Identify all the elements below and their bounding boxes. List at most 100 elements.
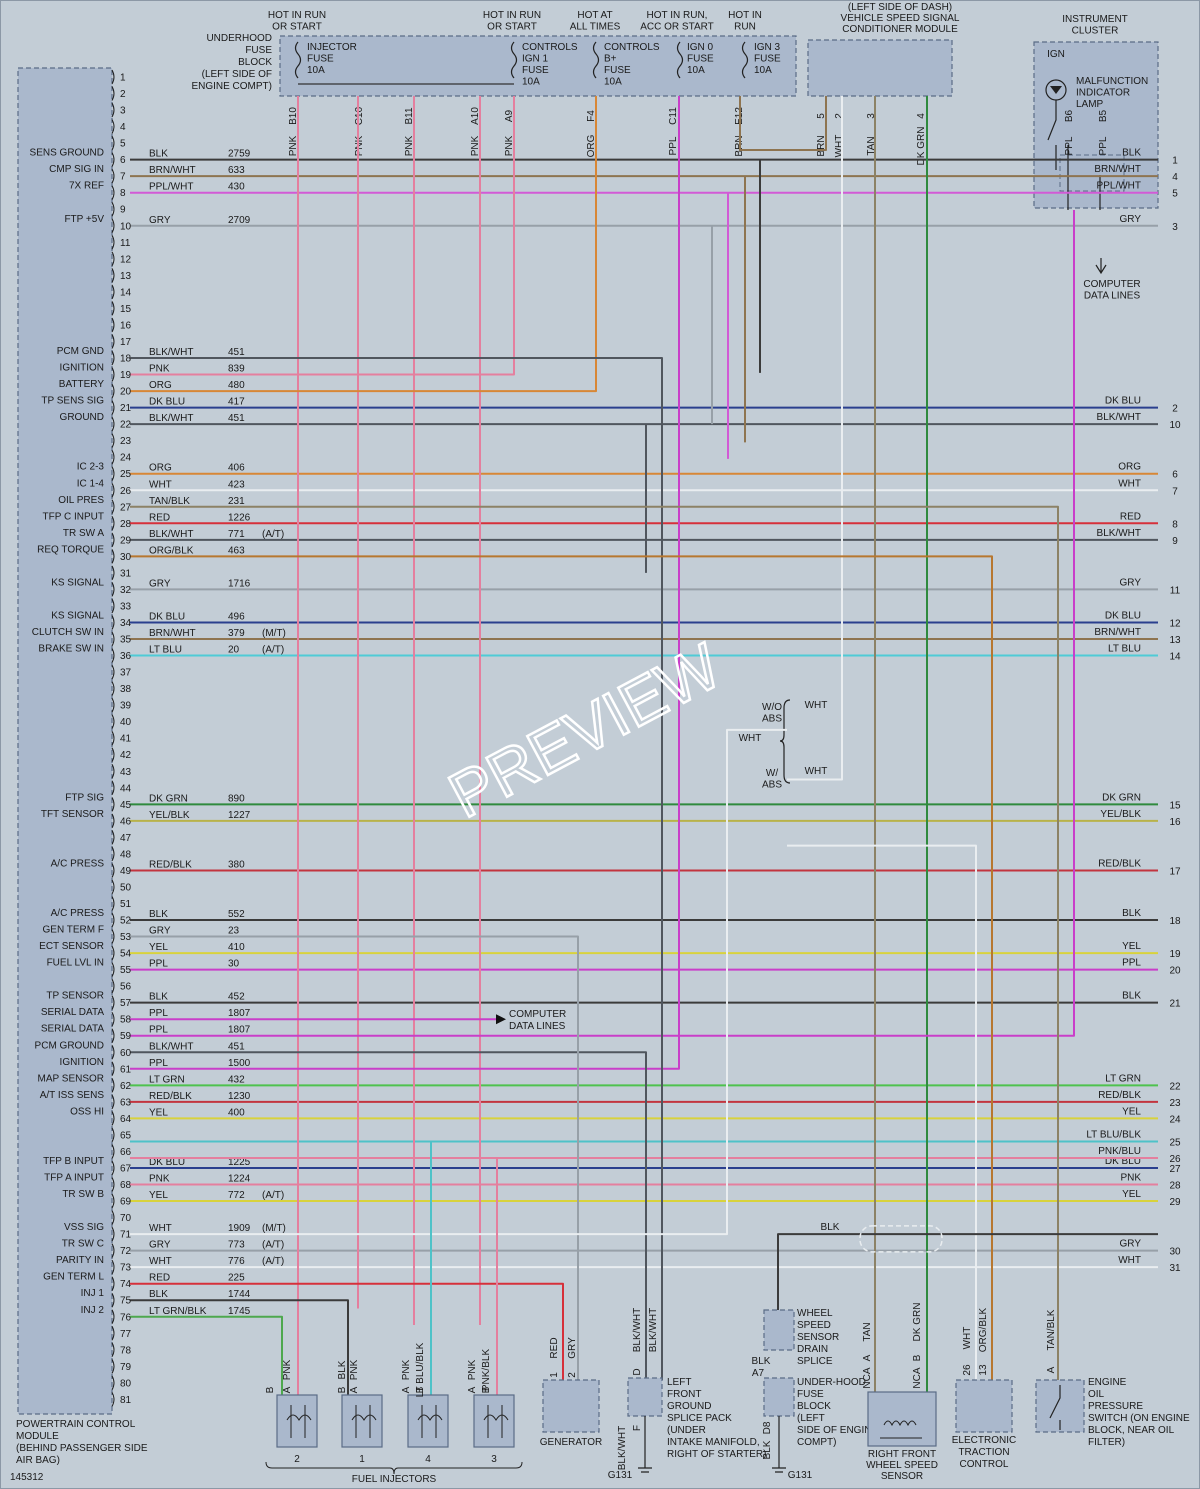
wire-color-label: PNK bbox=[149, 1174, 170, 1185]
pcm-module bbox=[17, 67, 113, 1415]
oil-pressure-switch-label-line: OIL bbox=[1088, 1389, 1105, 1400]
wire-inj-2 bbox=[130, 1315, 283, 1395]
w-abs-wht-label: WHT bbox=[805, 766, 828, 777]
wire-color-label: DK BLU bbox=[149, 397, 185, 408]
pcm-pin-number: 34 bbox=[120, 618, 132, 629]
top-connector-label: 4 bbox=[916, 113, 927, 119]
injector-wire-color: PNK/BLK bbox=[481, 1349, 492, 1392]
pcm-pin-bracket bbox=[111, 1045, 115, 1060]
pcm-pin-number: 74 bbox=[120, 1279, 132, 1290]
wire-color-label: BLK bbox=[149, 992, 168, 1003]
wire-color-label: WHT bbox=[149, 1256, 172, 1267]
bus-color-label: BLK bbox=[1122, 148, 1141, 159]
pcm-pin-number: 5 bbox=[120, 139, 126, 150]
bus-color-label: DK BLU bbox=[1105, 396, 1141, 407]
hot-run-acc-start-label: HOT IN RUN,ACC OR START bbox=[640, 10, 714, 33]
wss-wire-color: DK GRN bbox=[912, 1303, 923, 1342]
injector-wire-color: BLK bbox=[337, 1360, 348, 1379]
top-connector-label: 5 bbox=[816, 113, 827, 119]
wire-note-label: (A/T) bbox=[262, 1190, 284, 1201]
instrument-cluster-label-line: INSTRUMENT bbox=[1062, 14, 1128, 25]
wire-circuit-label: 1230 bbox=[228, 1091, 251, 1102]
pcm-pin-bracket bbox=[111, 317, 115, 333]
pcm-pin-label: REQ TORQUE bbox=[37, 544, 104, 555]
pcm-pin-number: 57 bbox=[120, 998, 132, 1009]
injector-wire-color: PNK bbox=[282, 1359, 293, 1380]
w-abs-label: W/ABS bbox=[762, 768, 782, 791]
pcm-pin-number: 32 bbox=[120, 585, 132, 596]
pcm-pin-bracket bbox=[111, 367, 115, 382]
wire-circuit-label: 1224 bbox=[228, 1174, 251, 1185]
splice-pin: D bbox=[632, 1368, 643, 1375]
pcm-pin-number: 65 bbox=[120, 1130, 132, 1141]
pcm-pin-number: 53 bbox=[120, 932, 132, 943]
underhood-fuse-block-label-line: UNDERHOOD bbox=[206, 33, 272, 44]
pcm-pin-bracket bbox=[111, 185, 115, 200]
oil-pressure-switch-label-line: ENGINE bbox=[1088, 1377, 1127, 1388]
etc-wire-color: WHT bbox=[962, 1327, 973, 1350]
pcm-pin-number: 54 bbox=[120, 949, 132, 960]
wss-wire-color: TAN bbox=[862, 1322, 873, 1341]
pcm-pin-label: SERIAL DATA bbox=[41, 1024, 104, 1035]
bus-color-label: BLK bbox=[1122, 908, 1141, 919]
underhood-fuse-block-label-line: FUSE bbox=[797, 1389, 824, 1400]
wire-circuit-label: 231 bbox=[228, 496, 245, 507]
pcm-pin-number: 39 bbox=[120, 701, 132, 712]
hot-run-acc-start-label-line: ACC OR START bbox=[640, 22, 714, 33]
underhood-fuse-block-label-line: SIDE OF ENGINE bbox=[797, 1425, 878, 1436]
pcm-title-label-line: MODULE bbox=[16, 1431, 59, 1442]
wss-pin: B bbox=[912, 1354, 923, 1361]
wire-circuit-label: 430 bbox=[228, 182, 245, 193]
bus-number-label: 16 bbox=[1169, 817, 1181, 828]
wo-abs-wht-label: WHT bbox=[805, 700, 828, 711]
injector-pin-letter: B bbox=[415, 1386, 426, 1393]
injector-coil-icon bbox=[483, 1405, 509, 1438]
pcm-pin-number: 67 bbox=[120, 1163, 132, 1174]
bus-color-label: BLK/WHT bbox=[1097, 528, 1141, 539]
pcm-pin-bracket bbox=[111, 1094, 115, 1110]
underhood-fuse-block-label-line: FUSE bbox=[245, 45, 272, 56]
pcm-pin-number: 64 bbox=[120, 1114, 132, 1125]
pcm-pin-bracket bbox=[111, 697, 115, 713]
splice-wire-color: BLK/WHT bbox=[617, 1426, 628, 1470]
pcm-pin-number: 18 bbox=[120, 354, 132, 365]
injector-pin-letter: B bbox=[337, 1386, 348, 1393]
wire-circuit-label: 552 bbox=[228, 909, 245, 920]
wire-inj-1 bbox=[130, 1299, 349, 1395]
pcm-pin-number: 16 bbox=[120, 320, 132, 331]
etc-module-label-line: TRACTION bbox=[958, 1447, 1009, 1458]
wire-circuit-label: 1807 bbox=[228, 1025, 251, 1036]
injector-number-label: 4 bbox=[425, 1454, 431, 1465]
pcm-pin-label: FTP +5V bbox=[64, 214, 104, 225]
wire-vss-71 bbox=[130, 728, 787, 1236]
underhood-fuse-block-label-line: BLOCK bbox=[238, 57, 272, 68]
pcm-pin-label: TFT SENSOR bbox=[41, 809, 104, 820]
wire-circuit-label: 1226 bbox=[228, 512, 251, 523]
w-abs-label-line: ABS bbox=[762, 780, 782, 791]
pcm-pin-number: 79 bbox=[120, 1362, 132, 1373]
oil-switch-icon bbox=[1049, 1385, 1061, 1430]
pcm-pin-number: 40 bbox=[120, 717, 132, 728]
bus-color-label: DK BLU bbox=[1105, 1156, 1141, 1167]
pcm-pin-bracket bbox=[111, 830, 115, 845]
pcm-pin-number: 76 bbox=[120, 1312, 132, 1323]
splice-wire-color: BLK/WHT bbox=[648, 1308, 659, 1352]
pcm-pin-bracket bbox=[111, 416, 115, 432]
pcm-pin-bracket bbox=[111, 350, 115, 366]
pcm-pin-bracket bbox=[111, 466, 115, 481]
wire-circuit-label: 451 bbox=[228, 347, 245, 358]
bus-number-label: 8 bbox=[1172, 519, 1178, 530]
instrument-cluster-box bbox=[1033, 41, 1159, 209]
injector-fuse-label-line: INJECTOR bbox=[307, 42, 357, 53]
pcm-title-label-line: AIR BAG) bbox=[16, 1455, 60, 1466]
wire-color-label: YEL/BLK bbox=[149, 810, 190, 821]
wire-color-label: PPL bbox=[149, 1058, 168, 1069]
ign-label: IGN bbox=[1047, 49, 1065, 60]
pcm-pin-label: TR SW A bbox=[63, 528, 104, 539]
pcm-pin-number: 68 bbox=[120, 1180, 132, 1191]
bus-number-label: 17 bbox=[1169, 866, 1181, 877]
pcm-pin-label: IGNITION bbox=[60, 363, 104, 374]
wire-circuit-label: 20 bbox=[228, 645, 240, 656]
